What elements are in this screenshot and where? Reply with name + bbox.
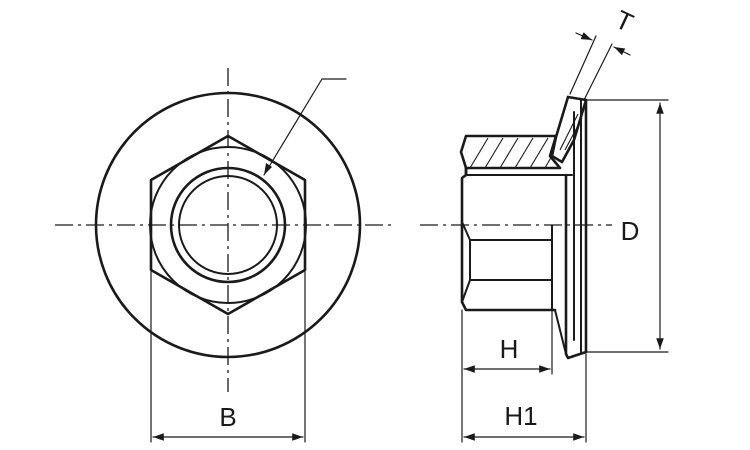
thread-minor-circle [178,175,278,275]
flange-lip-hatching [559,113,583,151]
thread-leader-line [263,78,347,176]
flange-lip-section [550,95,588,164]
section-cut-outline [459,134,562,170]
section-hatching [469,137,554,169]
t-arrow-right [613,46,631,56]
flange-side-outline [564,95,588,360]
dimension-label-d: D [621,216,640,246]
t-extension-1 [569,35,597,95]
thread-leader-arrowhead [264,163,272,175]
dimension-label-t: T [611,4,638,38]
hexagon-outline [149,134,307,316]
side-view: T D H H1 [420,4,669,443]
chamfer-circle [149,146,307,304]
dimension-label-h1: H1 [504,401,537,431]
flange-underside-taper [554,309,567,355]
t-extension-2 [583,43,613,101]
dimension-label-h: H [500,334,519,364]
thread-major-circle [169,166,287,284]
flange-outline [94,91,362,359]
front-view: B [55,68,395,443]
dimension-label-b: B [219,402,236,432]
t-arrow-left [575,32,593,41]
hex-facet-lower [461,279,471,303]
hex-facet-upper [461,221,471,241]
